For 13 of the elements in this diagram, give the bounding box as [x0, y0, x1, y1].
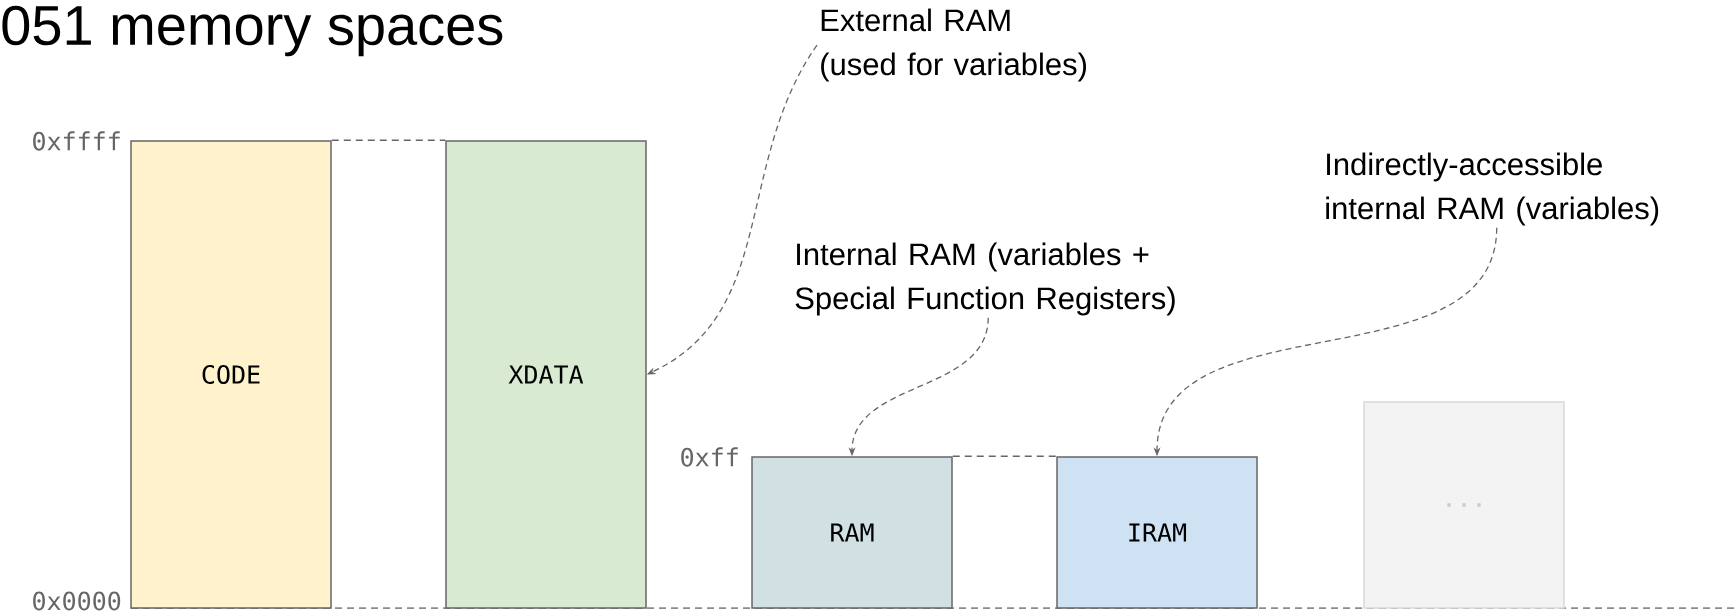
address-label: 0xff: [681, 447, 738, 467]
placeholder-block: ...: [1363, 401, 1565, 609]
memory-block: XDATA: [445, 140, 647, 609]
memory-block: IRAM: [1056, 456, 1258, 609]
title: 051 memory spaces: [2, 5, 503, 57]
callout-text: Indirectly-accessible internal RAM (variables): [1326, 152, 1659, 226]
level-line: [331, 139, 446, 141]
memory-block: CODE: [130, 140, 332, 609]
memory-block: RAM: [751, 456, 953, 609]
callout-text: External RAM (used for variables): [821, 8, 1086, 82]
level-line: [952, 455, 1057, 457]
address-label: 0xffff: [33, 131, 120, 151]
callout-text: Internal RAM (variables + Special Function Registers): [795, 242, 1175, 316]
